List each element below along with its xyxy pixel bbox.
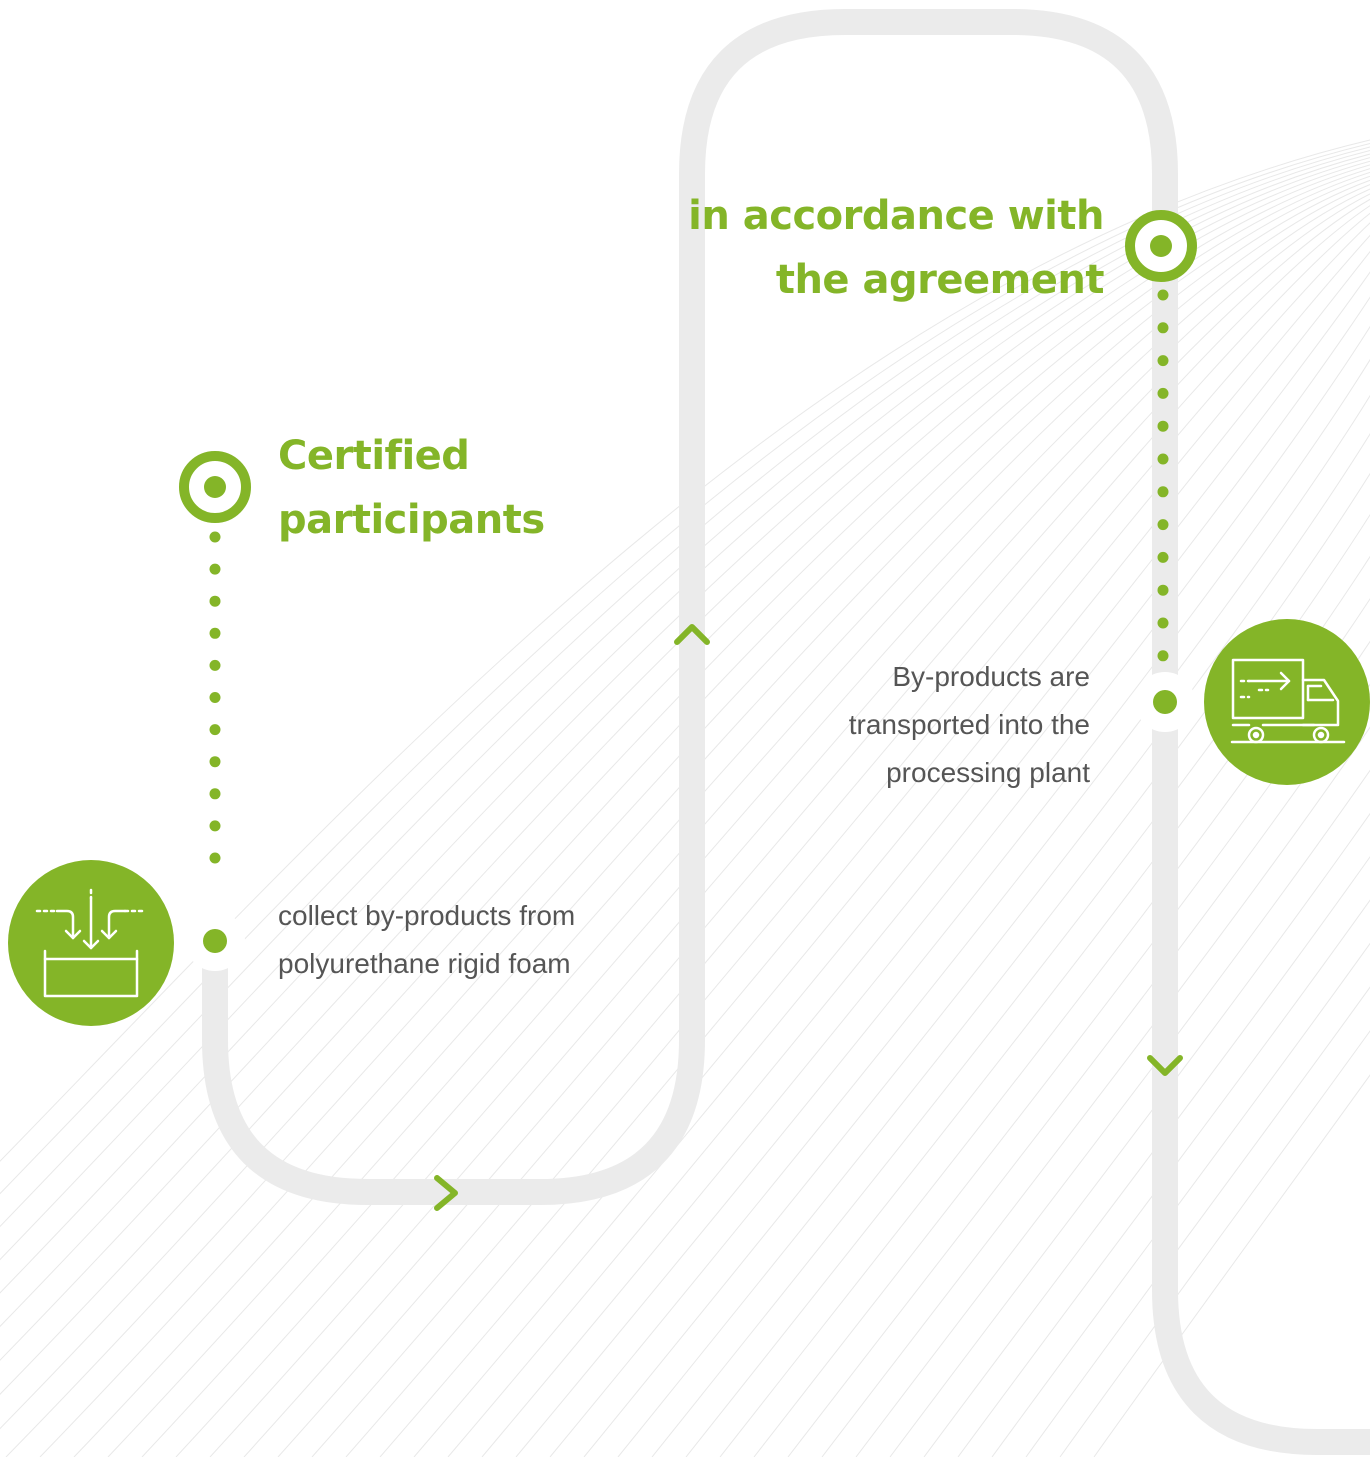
connector-dot xyxy=(1157,519,1169,531)
connector-dot xyxy=(209,852,221,864)
background-line xyxy=(991,942,1370,1457)
background-line xyxy=(685,555,1370,1457)
background-line xyxy=(209,198,1370,1457)
connector-dot xyxy=(1157,584,1169,596)
step-2-heading-line-1: in accordance with xyxy=(688,193,1104,239)
background-line xyxy=(0,139,1370,1163)
connector-dot xyxy=(209,724,221,736)
background-line xyxy=(1025,986,1370,1457)
background-line xyxy=(787,683,1370,1457)
connector-dot xyxy=(209,756,221,768)
delivery-truck-icon xyxy=(1204,619,1370,785)
background-line xyxy=(5,172,1370,1457)
background-line-pattern xyxy=(0,139,1370,1457)
connector-dot xyxy=(1157,453,1169,465)
connector-dot xyxy=(1157,650,1169,662)
connector-dot xyxy=(209,788,221,800)
background-line xyxy=(481,325,1370,1457)
connector-dot xyxy=(1157,355,1169,367)
background-line xyxy=(719,598,1370,1457)
connector-dot xyxy=(209,820,221,832)
background-line xyxy=(73,179,1370,1457)
step-1-node-dot xyxy=(185,911,245,971)
step-2-description-line-3: processing plant xyxy=(886,757,1090,788)
connector-dot xyxy=(209,627,221,639)
background-line xyxy=(1059,1030,1370,1457)
background-line xyxy=(107,184,1370,1457)
background-line xyxy=(549,394,1370,1457)
flow-track xyxy=(202,9,1370,1455)
background-line xyxy=(889,812,1370,1457)
background-line xyxy=(515,358,1370,1457)
step-2-heading: in accordance with the agreement xyxy=(688,184,1104,312)
step-2-description-line-1: By-products are xyxy=(892,661,1090,692)
background-line xyxy=(277,212,1370,1457)
connector-dot xyxy=(1157,322,1169,334)
background-line xyxy=(345,234,1370,1457)
step-2-heading-line-2: the agreement xyxy=(775,257,1105,303)
background-line xyxy=(0,146,1370,1228)
background-line xyxy=(0,150,1370,1261)
background-line xyxy=(175,193,1370,1457)
step-1-heading-line-2: participants xyxy=(278,497,545,543)
connector-dot xyxy=(1157,289,1169,301)
chevron-up-icon xyxy=(674,624,710,645)
background-line xyxy=(39,175,1370,1457)
background-line xyxy=(0,142,1370,1195)
step-2-target-marker xyxy=(1125,210,1197,282)
step-2-description-line-2: transported into the xyxy=(848,709,1090,740)
chevron-down-icon xyxy=(1147,1055,1183,1076)
background-line xyxy=(957,899,1370,1457)
background-line xyxy=(923,856,1370,1457)
connector-dot xyxy=(209,659,221,671)
step-1-target-marker xyxy=(179,451,251,523)
background-line xyxy=(651,513,1370,1457)
background-line xyxy=(617,472,1370,1457)
step-1-heading: Certified participants xyxy=(278,424,545,552)
background-line xyxy=(753,640,1370,1457)
connector-dot xyxy=(1157,551,1169,563)
background-line xyxy=(141,188,1370,1457)
background-line xyxy=(447,296,1370,1457)
connector-dot xyxy=(209,563,221,575)
background-line xyxy=(243,205,1370,1457)
background-line xyxy=(379,250,1370,1457)
connector-dot xyxy=(209,531,221,543)
step-1-description: collect by-products from polyurethane ri… xyxy=(278,892,575,988)
step-2-node-dot xyxy=(1135,672,1195,732)
step-1-description-line-1: collect by-products from xyxy=(278,900,576,931)
background-line xyxy=(583,433,1370,1457)
step-2-dotted-connector xyxy=(1157,289,1169,662)
background-line xyxy=(821,726,1370,1457)
step-1-heading-line-1: Certified xyxy=(278,433,470,479)
background-line xyxy=(1093,1074,1370,1457)
step-1-dotted-connector xyxy=(209,531,221,864)
connector-dot xyxy=(1157,420,1169,432)
step-1-description-line-2: polyurethane rigid foam xyxy=(278,948,571,979)
connector-dot xyxy=(1157,387,1169,399)
background-line xyxy=(855,769,1370,1457)
chevron-right-icon xyxy=(434,1175,458,1211)
connector-dot xyxy=(1157,486,1169,498)
connector-dot xyxy=(209,595,221,607)
step-2-description: By-products are transported into the pro… xyxy=(849,653,1090,797)
connector-dot xyxy=(209,692,221,703)
background-line xyxy=(413,271,1370,1457)
connector-dot xyxy=(1157,617,1169,629)
collect-tray-icon xyxy=(8,860,174,1026)
